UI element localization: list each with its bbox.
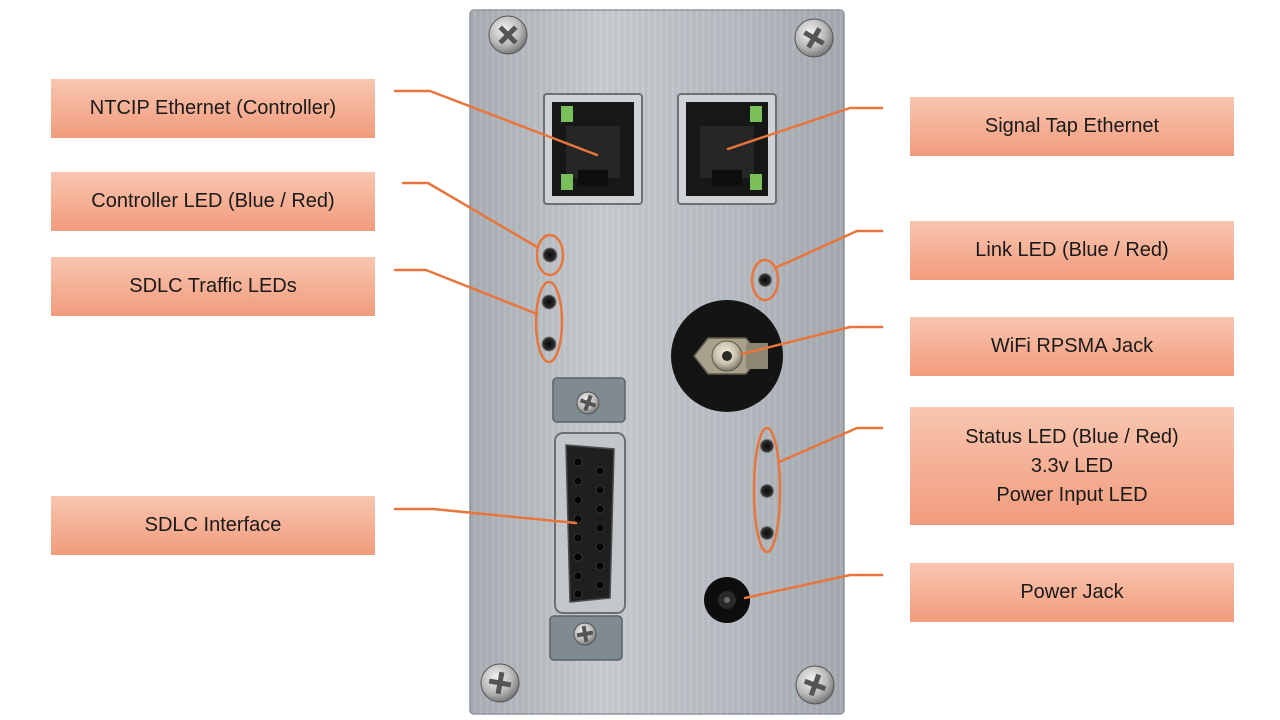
controller-led-callout-line bbox=[401, 181, 539, 249]
sdlc-interface-label-box bbox=[51, 496, 375, 555]
status-led-3 bbox=[760, 526, 774, 540]
sdlc-leds-callout-line bbox=[393, 268, 539, 316]
power-jack-text: Power Jack bbox=[1020, 581, 1124, 603]
link-led-highlight bbox=[750, 258, 780, 302]
link-led-label: Link LED (Blue / Red) bbox=[910, 221, 1234, 280]
callout-lines bbox=[393, 89, 884, 600]
status-led-label-box bbox=[910, 407, 1234, 525]
status-led-label: Status LED (Blue / Red) 3.3v LED Power I… bbox=[910, 407, 1234, 525]
sdlc-leds-label-box bbox=[51, 257, 375, 316]
label-boxes bbox=[51, 79, 1234, 622]
wifi-rpsma-jack-text: WiFi RPSMA Jack bbox=[990, 335, 1154, 357]
link-led-callout-line bbox=[773, 229, 884, 270]
sdlc-db15-connector bbox=[554, 432, 626, 614]
screw-bottom-right bbox=[795, 665, 835, 705]
screw-top-left bbox=[488, 15, 528, 55]
signal-tap-callout-line bbox=[726, 106, 884, 151]
power-input-led-text: Power Input LED bbox=[996, 483, 1148, 506]
controller-led-label-box bbox=[51, 172, 375, 231]
controller-led-highlight bbox=[535, 233, 565, 277]
three-v3-led-text: 3.3v LED bbox=[1030, 454, 1114, 477]
signal-tap-ethernet-label: Signal Tap Ethernet bbox=[910, 97, 1234, 156]
wifi-rpsma-jack bbox=[671, 300, 783, 412]
power-jack-label-box bbox=[910, 563, 1234, 622]
controller-led-label: Controller LED (Blue / Red) bbox=[51, 172, 375, 231]
callout-highlights bbox=[534, 233, 782, 554]
power-jack bbox=[704, 577, 750, 623]
ntcip-ethernet-text: NTCIP Ethernet (Controller) bbox=[89, 97, 337, 119]
controller-led-text: Controller LED (Blue / Red) bbox=[91, 190, 335, 212]
power-jack-callout-line bbox=[743, 573, 884, 600]
sdlc-leds-highlight bbox=[534, 280, 564, 364]
sdlc-traffic-leds-label: SDLC Traffic LEDs bbox=[51, 257, 375, 316]
sdlc-traffic-led-2 bbox=[541, 336, 557, 352]
sdlc-interface-callout-line bbox=[393, 507, 578, 525]
status-led-1 bbox=[760, 439, 774, 453]
ethernet-port-left bbox=[543, 93, 643, 205]
status-led-2 bbox=[760, 484, 774, 498]
ntcip-callout-line bbox=[393, 89, 599, 157]
status-led-callout-line bbox=[777, 426, 884, 464]
ntcip-ethernet-label: NTCIP Ethernet (Controller) bbox=[51, 79, 375, 138]
aluminum-panel bbox=[469, 9, 845, 715]
status-leds-highlight bbox=[752, 426, 782, 554]
sdlc-interface-text: SDLC Interface bbox=[144, 514, 282, 536]
screw-top-right bbox=[794, 18, 834, 58]
screw-bottom-left bbox=[480, 663, 520, 703]
signal-tap-ethernet-text: Signal Tap Ethernet bbox=[984, 115, 1160, 137]
db-bracket-bottom bbox=[549, 615, 623, 661]
controller-led bbox=[542, 247, 558, 263]
link-led bbox=[758, 273, 772, 287]
link-led-label-box bbox=[910, 221, 1234, 280]
status-led-text: Status LED (Blue / Red) bbox=[965, 425, 1179, 448]
wifi-label-box bbox=[910, 317, 1234, 376]
wifi-rpsma-jack-label: WiFi RPSMA Jack bbox=[910, 317, 1234, 376]
sdlc-interface-label: SDLC Interface bbox=[51, 496, 375, 555]
link-led-text: Link LED (Blue / Red) bbox=[975, 239, 1169, 261]
db-bracket-top bbox=[552, 377, 626, 423]
signal-tap-label-box bbox=[910, 97, 1234, 156]
ntcip-label-box bbox=[51, 79, 375, 138]
power-jack-label: Power Jack bbox=[910, 563, 1234, 622]
sdlc-traffic-led-1 bbox=[541, 294, 557, 310]
wifi-callout-line bbox=[740, 325, 884, 356]
sdlc-traffic-leds-text: SDLC Traffic LEDs bbox=[129, 275, 297, 297]
